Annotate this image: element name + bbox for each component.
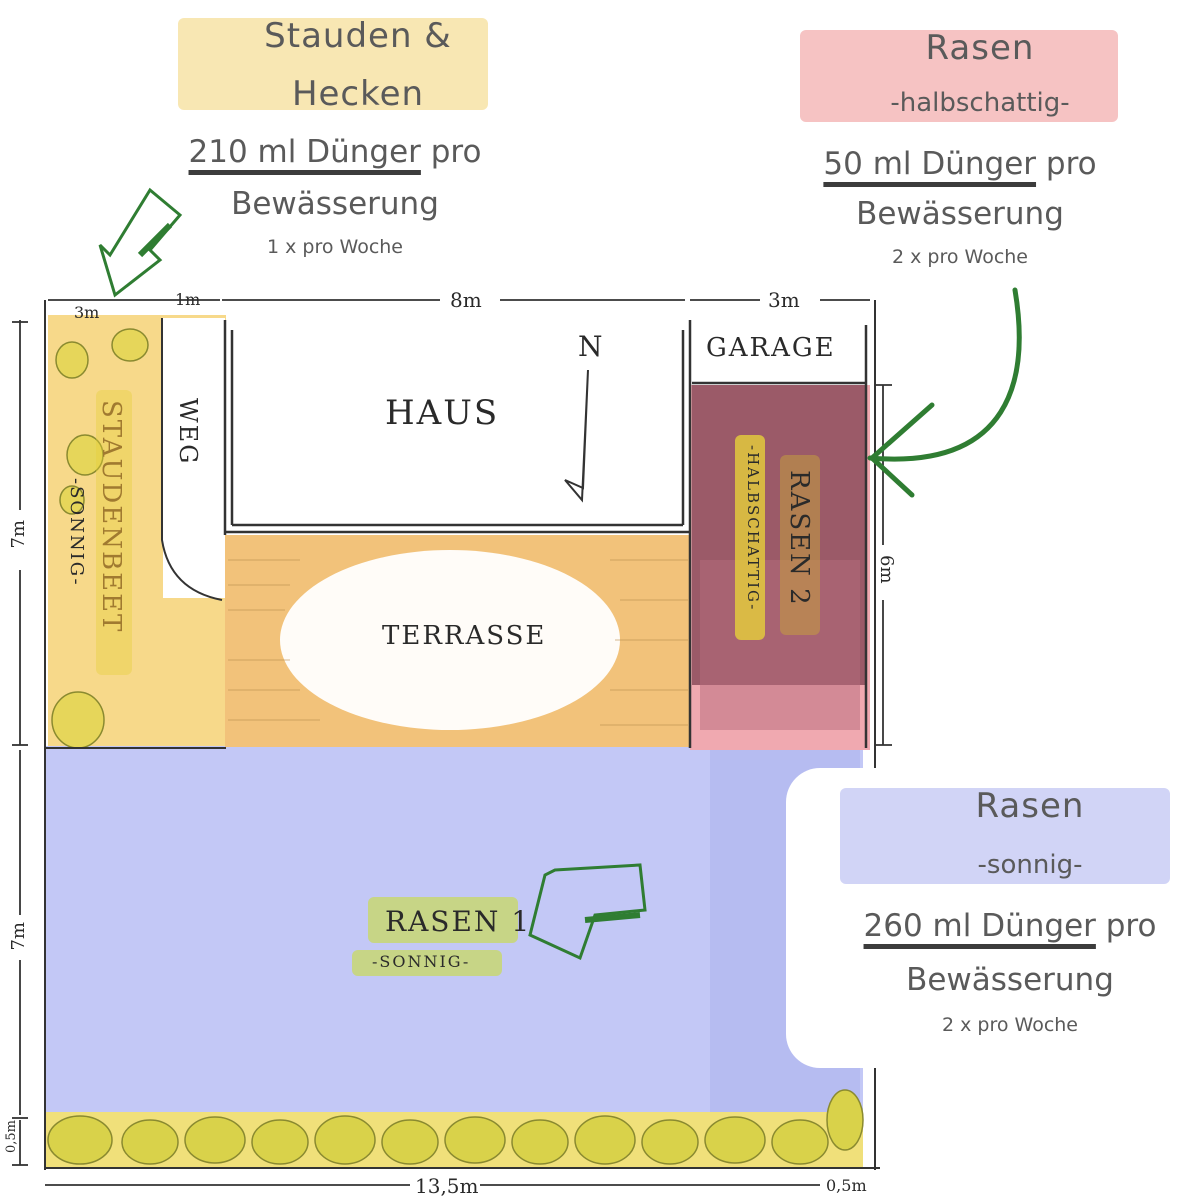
rasen2-label: RASEN 2 [784, 470, 814, 607]
dimension-lines [12, 299, 892, 1186]
rasen1-sub-highlight [352, 950, 502, 976]
dim-bottom-total: 13,5m [415, 1174, 479, 1198]
stauden-frequency: 1 x pro Woche [266, 236, 403, 258]
staudenbeet-bushes [51, 328, 149, 749]
dim-bottom-right: 0,5m [826, 1176, 867, 1195]
staudenbeet-label: STAUDENBEET [96, 400, 126, 634]
halbschattig-subtitle: -halbschattig- [890, 88, 1070, 118]
sonnig-amount-suffix: pro [1105, 908, 1157, 944]
halbschattig-title-brush [800, 30, 1118, 122]
terrasse-label: TERRASSE [382, 621, 547, 651]
stauden-title-brush [178, 18, 488, 110]
haus-label: HAUS [385, 393, 500, 433]
sonnig-title-brush [840, 788, 1170, 884]
dim-top-garage: 3m [768, 288, 800, 312]
rasen2-label-highlight2 [780, 455, 820, 635]
rasen1-label-highlight [368, 897, 518, 943]
weg-area [163, 318, 225, 598]
dim-right-upper: 6m [876, 555, 897, 584]
dim-top-haus: 8m [450, 288, 482, 312]
halbschattig-amount-value: 50 ml Dünger [823, 146, 1037, 182]
stauden-amount-value: 210 ml Dünger [188, 134, 421, 170]
halbschattig-amount-suffix: pro [1045, 146, 1097, 182]
arrow-rasen-sonnig-icon [528, 863, 647, 961]
sonnig-frequency: 2 x pro Woche [941, 1014, 1078, 1036]
sonnig-title: Rasen [975, 786, 1085, 826]
stauden-amount-suffix: pro [430, 134, 482, 170]
haus-outline [223, 320, 692, 748]
halbschattig-watering: Bewässerung [856, 196, 1064, 232]
rasen1-label: RASEN 1 [385, 905, 532, 938]
rasen2-label-highlight [735, 435, 765, 640]
dim-top-left: 3m [74, 303, 100, 322]
rasen1-sub-label: -SONNIG- [372, 952, 471, 971]
north-arrow [564, 369, 589, 503]
terrasse-highlight [280, 550, 620, 730]
garage-outline [692, 325, 868, 748]
stauden-title-line2: Hecken [291, 74, 425, 114]
sonnig-amount-value: 260 ml Dünger [863, 908, 1096, 944]
north-label: N [578, 330, 605, 363]
halbschattig-amount: 50 ml Dünger pro [790, 146, 1130, 182]
rasen2-sub-label: -HALBSCHATTIG- [744, 445, 762, 612]
stauden-watering: Bewässerung [231, 186, 439, 222]
arrow-rasen-halbschattig-icon [867, 287, 1022, 498]
dim-left-upper: 7m [8, 520, 29, 549]
stauden-amount: 210 ml Dünger pro [170, 134, 500, 170]
sonnig-subtitle: -sonnig- [977, 850, 1083, 880]
halbschattig-frequency: 2 x pro Woche [891, 246, 1028, 268]
weg-label: WEG [174, 398, 202, 466]
sonnig-amount: 260 ml Dünger pro [830, 908, 1190, 944]
plan-boundary [44, 300, 880, 1170]
arrow-stauden-icon [98, 187, 183, 298]
dim-left-lower: 7m [8, 922, 29, 951]
halbschattig-title: Rasen [925, 28, 1035, 68]
dim-left-bottom: 0,5m [4, 1120, 19, 1154]
hecke-bushes [47, 1089, 864, 1165]
stauden-title-line1: Stauden & [264, 16, 452, 56]
staudenbeet-sub-label: -SONNIG- [66, 478, 87, 587]
terrasse-boards [228, 559, 688, 726]
weg-edge [161, 318, 223, 601]
sonnig-watering: Bewässerung [906, 962, 1114, 998]
garage-label: GARAGE [706, 333, 836, 363]
staudenbeet-label-highlight [96, 390, 132, 675]
dim-top-weg: 1m [175, 290, 201, 309]
